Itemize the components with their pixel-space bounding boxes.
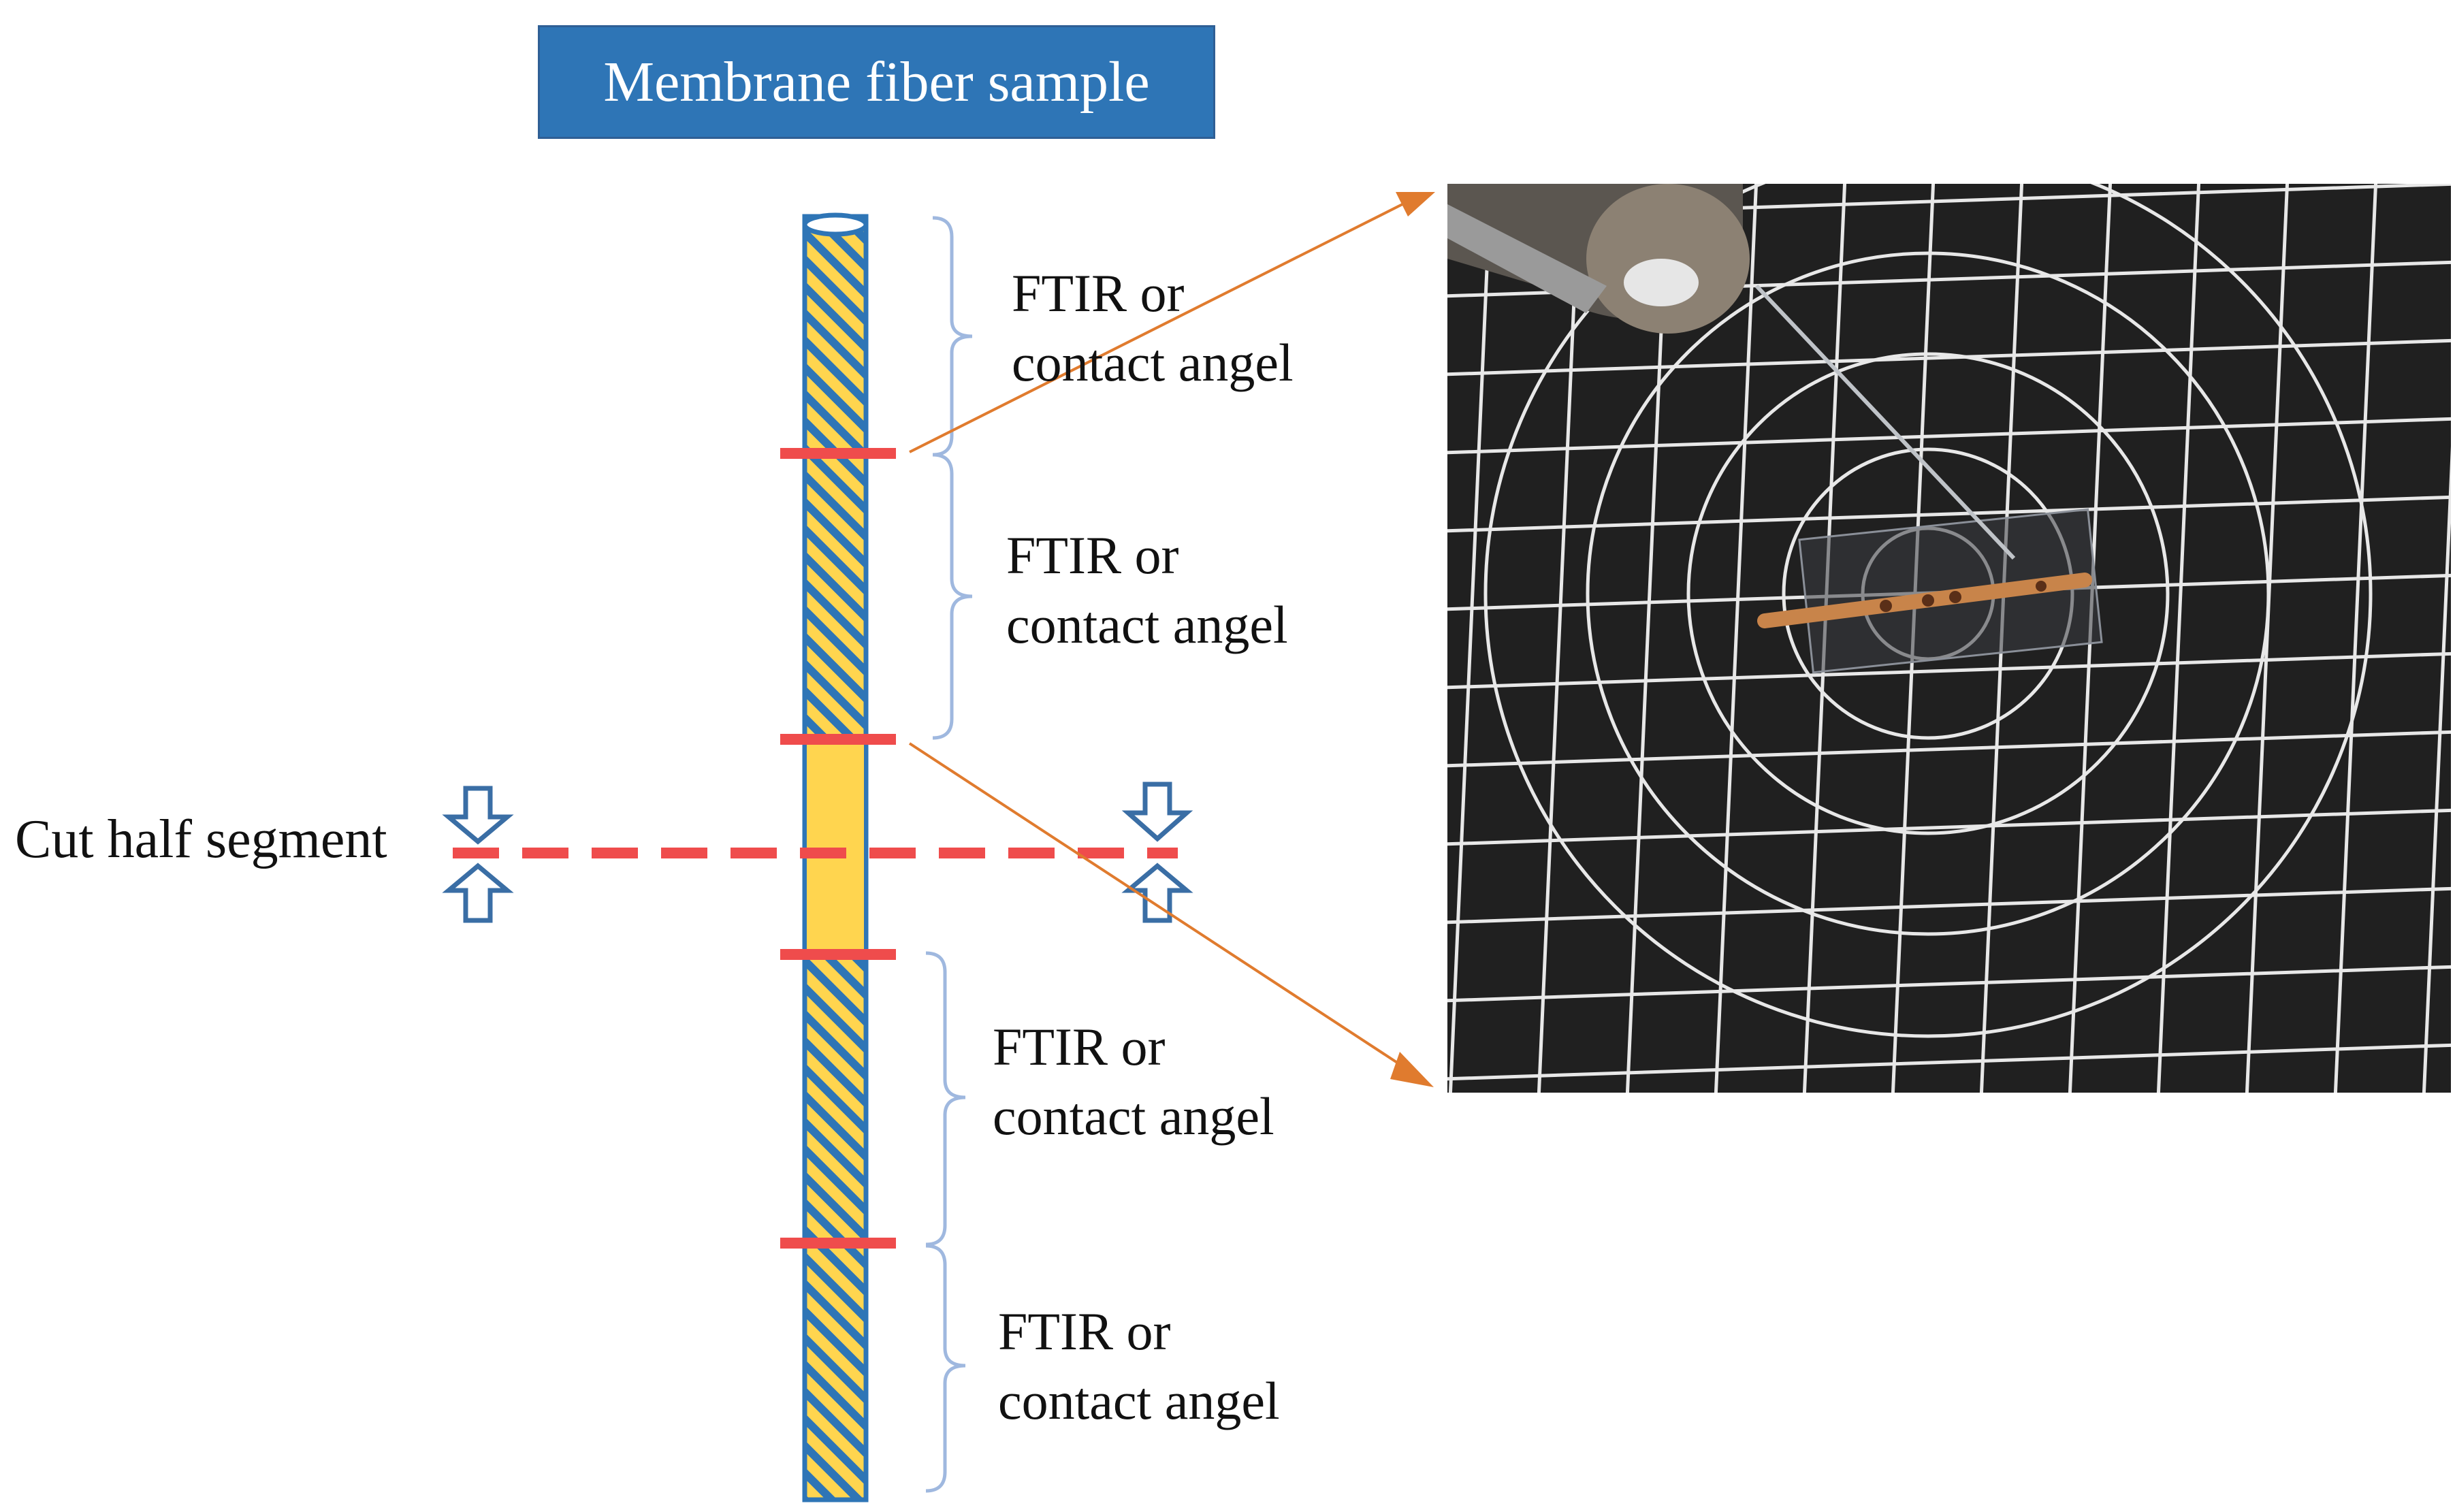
grid-line-vertical [1714, 184, 1759, 1093]
segment-label-3: FTIR or contact angel [993, 1012, 1274, 1151]
segment-label-line2: contact angel [1006, 595, 1288, 654]
grid-line-horizontal [1447, 652, 2451, 690]
fiber-marks [1880, 581, 2047, 612]
segment-label-line1: FTIR or [993, 1017, 1166, 1076]
segment-label-line1: FTIR or [998, 1302, 1171, 1361]
grid-line-horizontal [1447, 495, 2451, 533]
title-text: Membrane fiber sample [603, 50, 1150, 114]
cut-half-segment-label: Cut half segment [15, 809, 387, 869]
segment-boundaries [780, 448, 896, 1249]
bracket-3 [925, 951, 966, 1246]
down-arrow-icon [442, 786, 514, 845]
grid-line-vertical [2422, 446, 2451, 1093]
down-arrow-icon [1121, 782, 1193, 842]
up-arrow-icon [1121, 863, 1193, 923]
segment-label-line2: contact angel [998, 1371, 1280, 1430]
grid-line-vertical [2333, 184, 2378, 1093]
bracket-4 [925, 1244, 966, 1493]
segment-label-line1: FTIR or [1012, 263, 1185, 323]
grid-line-vertical [2156, 184, 2201, 1093]
bracket-1 [932, 216, 973, 457]
grid-line-horizontal [1447, 338, 2451, 376]
grid-line-horizontal [1447, 417, 2451, 455]
grid-line-horizontal [1447, 886, 2451, 924]
title-box: Membrane fiber sample [538, 25, 1215, 139]
grid-line-horizontal [1447, 808, 2451, 846]
grid-line-horizontal [1447, 730, 2451, 768]
arrowhead-icon [1390, 1052, 1434, 1087]
grid-line-horizontal [1447, 965, 2451, 1003]
needle [1754, 284, 2016, 560]
segment-label-1: FTIR or contact angel [1012, 259, 1294, 398]
syringe-holder [1447, 184, 1750, 334]
fiber-top-end [802, 212, 869, 237]
contact-angle-photo [1447, 184, 2451, 1093]
segment-label-2: FTIR or contact angel [1006, 521, 1288, 660]
segment-brackets [925, 216, 973, 1493]
bracket-2 [932, 453, 973, 740]
arrowhead-icon [1396, 192, 1435, 216]
segment-label-line2: contact angel [993, 1087, 1274, 1146]
grid-line-horizontal [1447, 1043, 2451, 1081]
segment-label-4: FTIR or contact angel [998, 1297, 1280, 1436]
up-arrow-icon [442, 863, 514, 923]
segment-label-line2: contact angel [1012, 333, 1294, 392]
segment-label-line1: FTIR or [1006, 526, 1179, 585]
callout-arrows [908, 192, 1435, 1087]
grid-line-vertical [1448, 184, 1493, 1093]
